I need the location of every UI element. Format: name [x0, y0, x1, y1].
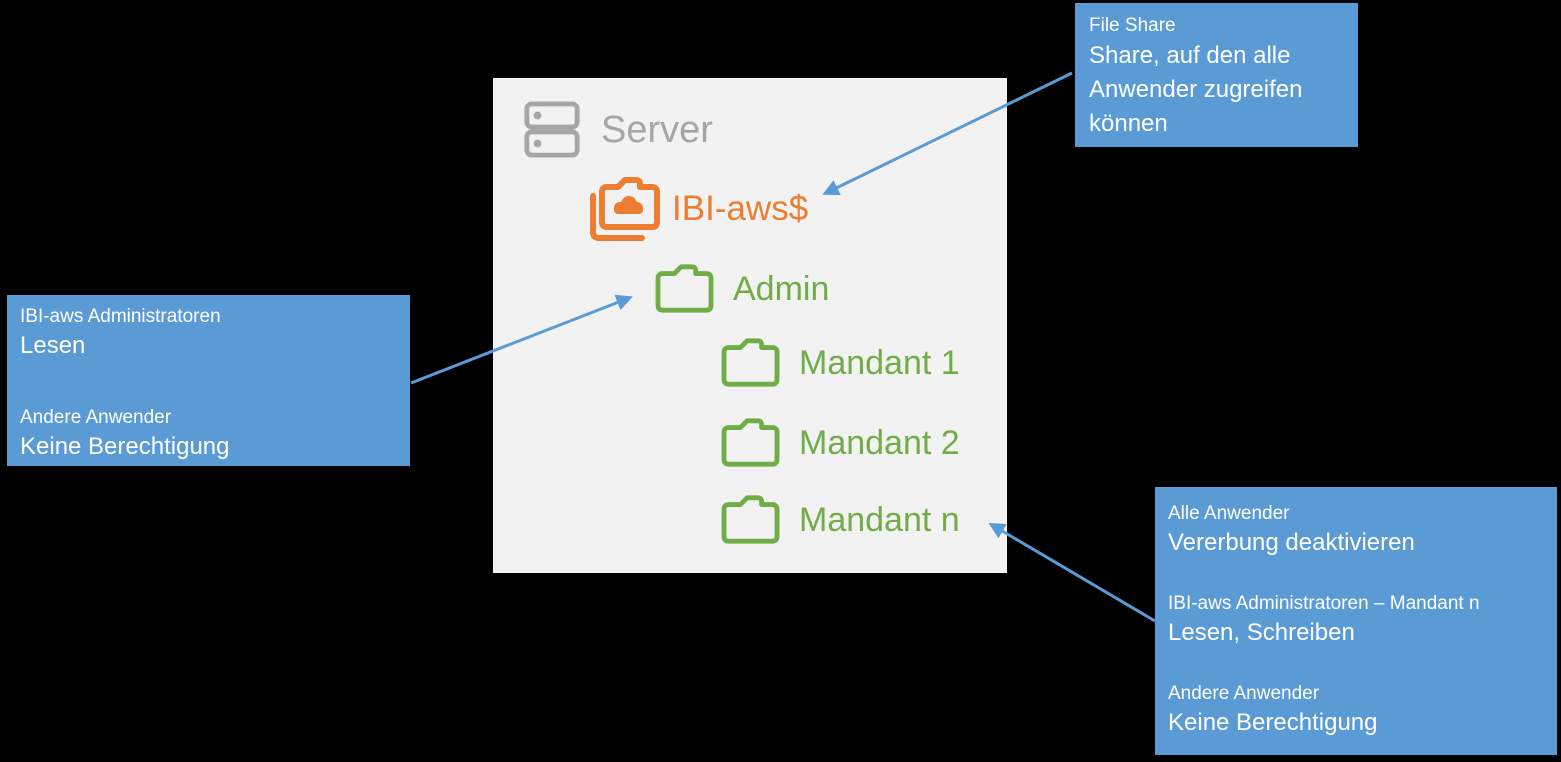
tree-item-ibi-aws-share: IBI-aws$ — [586, 174, 808, 244]
permission-value: Vererbung deaktivieren — [1168, 529, 1415, 556]
folder-icon — [719, 336, 783, 390]
callout-title: File Share — [1089, 15, 1176, 36]
permission-value: Lesen, Schreiben — [1168, 619, 1355, 646]
permission-subject: IBI-aws Administratoren — [20, 306, 221, 327]
callout-admin-permissions: IBI-aws Administratoren Lesen Andere Anw… — [7, 295, 410, 466]
permission-value: Lesen — [20, 332, 86, 359]
callout-file-share: File Share Share, auf den alle Anwender … — [1075, 3, 1358, 147]
permission-group: Alle Anwender Vererbung deaktivieren — [1168, 501, 1544, 558]
shared-cloud-folder-icon — [586, 174, 662, 244]
permission-subject: Andere Anwender — [1168, 683, 1320, 704]
folder-label: Mandant 2 — [799, 423, 960, 462]
permission-value: Keine Berechtigung — [1168, 709, 1378, 736]
permission-subject: Alle Anwender — [1168, 503, 1290, 524]
permission-group: Andere Anwender Keine Berechtigung — [1168, 681, 1544, 738]
share-label: IBI-aws$ — [672, 189, 809, 228]
folder-label: Mandant n — [799, 500, 960, 539]
server-icon — [523, 100, 581, 160]
permission-group: Andere Anwender Keine Berechtigung — [20, 405, 397, 462]
tree-item-mandant-2: Mandant 2 — [719, 416, 960, 470]
permission-group: IBI-aws Administratoren – Mandant n Lese… — [1168, 591, 1544, 648]
folder-label: Mandant 1 — [799, 343, 960, 382]
folder-icon — [719, 493, 783, 547]
tree-item-server: Server — [523, 100, 713, 160]
permission-subject: IBI-aws Administratoren – Mandant n — [1168, 593, 1480, 614]
server-label: Server — [601, 108, 713, 151]
tree-item-admin: Admin — [653, 262, 829, 316]
permission-group: IBI-aws Administratoren Lesen — [20, 304, 397, 361]
callout-body: Share, auf den alle Anwender zugreifen k… — [1089, 42, 1303, 137]
folder-icon — [653, 262, 717, 316]
permission-value: Keine Berechtigung — [20, 433, 230, 460]
folder-icon — [719, 416, 783, 470]
tree-item-mandant-1: Mandant 1 — [719, 336, 960, 390]
arrow-mandant-callout-to-mandant-n — [988, 522, 1156, 623]
permission-subject: Andere Anwender — [20, 407, 172, 428]
server-panel: Server IBI-aws$ Admin M — [493, 78, 1007, 573]
folder-label: Admin — [733, 269, 830, 308]
tree-item-mandant-n: Mandant n — [719, 493, 960, 547]
callout-mandant-n-permissions: Alle Anwender Vererbung deaktivieren IBI… — [1155, 487, 1557, 755]
